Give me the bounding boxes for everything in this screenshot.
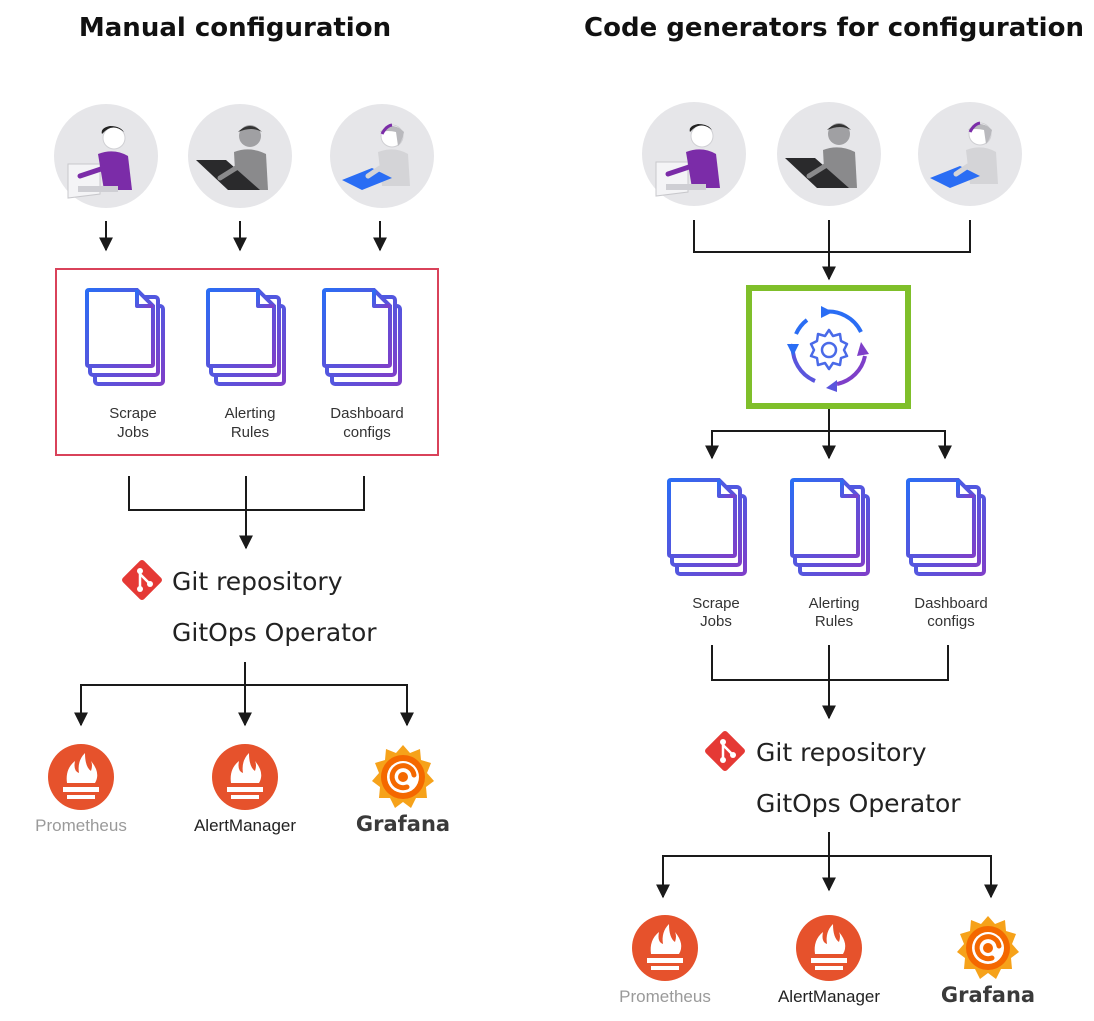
prometheus-label: Prometheus — [35, 816, 127, 835]
file-stack-icon — [667, 478, 747, 576]
git-repository-label: Git repository — [172, 567, 343, 596]
file-stack-icon — [206, 288, 286, 386]
code-generator-box — [746, 285, 911, 409]
alertmanager-icon — [212, 744, 278, 810]
grafana-icon — [957, 916, 1019, 979]
file-label-scrape-line1: Scrape — [692, 595, 740, 612]
gear-sync-icon — [787, 306, 869, 392]
file-label-dashboard-line1: Dashboard — [914, 595, 987, 612]
person-icon — [642, 102, 746, 206]
grafana-icon — [372, 745, 434, 808]
prometheus-icon — [48, 744, 114, 810]
grafana-label: Grafana — [356, 812, 450, 836]
gitops-operator-label: GitOps Operator — [756, 789, 961, 818]
person-icon — [330, 104, 434, 208]
file-label-scrape-line1: Scrape — [109, 405, 157, 422]
merge-connector — [693, 220, 971, 253]
git-repository-label: Git repository — [756, 738, 927, 767]
file-label-alerting-line2: Rules — [815, 613, 853, 630]
gitops-operator-label: GitOps Operator — [172, 618, 377, 647]
prometheus-label: Prometheus — [619, 987, 711, 1006]
manual-config-box — [55, 268, 439, 456]
person-icon — [777, 102, 881, 206]
alertmanager-label: AlertManager — [778, 987, 880, 1006]
file-label-alerting-line1: Alerting — [225, 405, 276, 422]
file-stack-icon — [790, 478, 870, 576]
file-label-scrape-line2: Jobs — [700, 613, 732, 630]
git-icon — [119, 557, 165, 603]
alertmanager-label: AlertManager — [194, 816, 296, 835]
left-title: Manual configuration — [79, 13, 391, 43]
prometheus-icon — [632, 915, 698, 981]
file-stack-icon — [85, 288, 165, 386]
file-stack-icon — [906, 478, 986, 576]
git-icon — [702, 728, 748, 774]
person-icon — [188, 104, 292, 208]
file-label-dashboard-line1: Dashboard — [330, 405, 403, 422]
file-stack-icon — [322, 288, 402, 386]
file-label-dashboard-line2: configs — [343, 424, 391, 441]
file-label-dashboard-line2: configs — [927, 613, 975, 630]
file-label-alerting-line1: Alerting — [809, 595, 860, 612]
alertmanager-icon — [796, 915, 862, 981]
grafana-label: Grafana — [941, 983, 1035, 1007]
person-icon — [918, 102, 1022, 206]
person-icon — [54, 104, 158, 208]
file-label-alerting-line2: Rules — [231, 424, 269, 441]
right-title: Code generators for configuration — [584, 13, 1084, 43]
file-label-scrape-line2: Jobs — [117, 424, 149, 441]
